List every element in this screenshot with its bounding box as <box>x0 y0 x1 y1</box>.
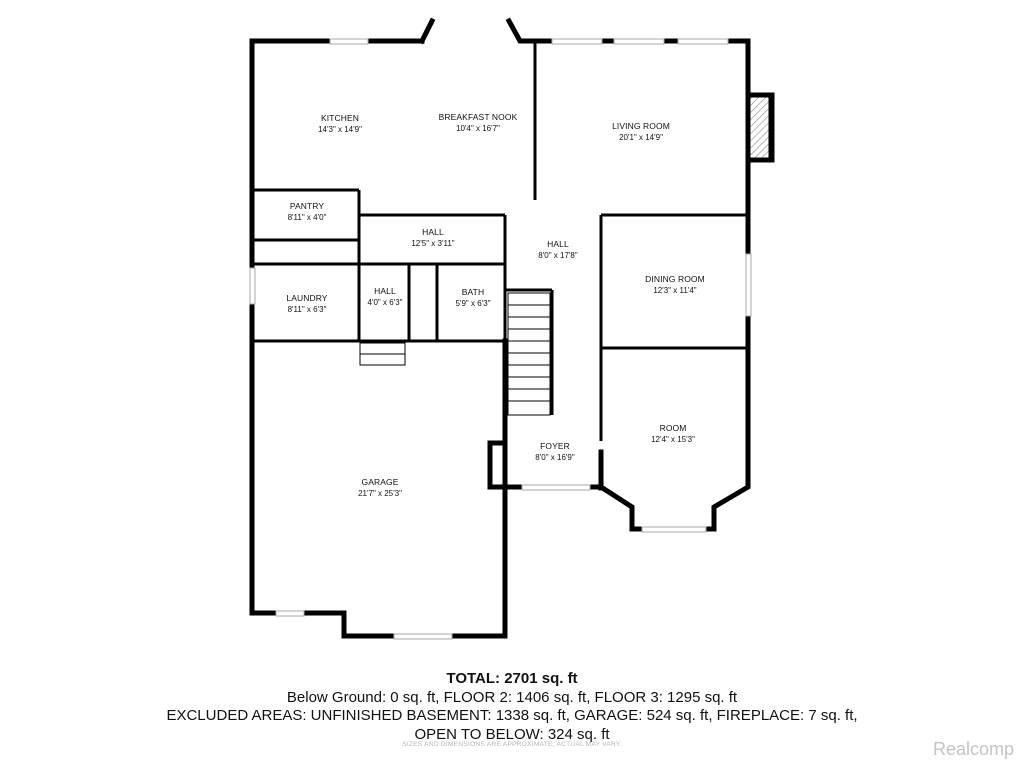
floor-area-breakdown: Below Ground: 0 sq. ft, FLOOR 2: 1406 sq… <box>286 688 738 706</box>
room-name: BREAKFAST NOOK <box>438 112 518 122</box>
room-name: KITCHEN <box>320 113 359 123</box>
room-hall-center: HALL 8'0" x 17'8" <box>538 239 577 261</box>
room-name: FOYER <box>540 441 570 451</box>
room-room: ROOM 12'4" x 15'3" <box>651 423 695 445</box>
room-name: HALL <box>422 227 444 237</box>
realcomp-watermark: Realcomp <box>932 739 1014 759</box>
room-name: LAUNDRY <box>286 293 328 303</box>
room-name: PANTRY <box>289 201 325 211</box>
excluded-areas: EXCLUDED AREAS: UNFINISHED BASEMENT: 133… <box>166 707 858 724</box>
fireplace <box>749 96 770 159</box>
dimensions-disclaimer: SIZES AND DIMENSIONS ARE APPROXIMATE, AC… <box>402 741 622 748</box>
room-name: GARAGE <box>361 477 399 487</box>
staircase <box>507 292 551 416</box>
room-dimensions: 4'0" x 6'3" <box>367 298 403 307</box>
room-name: ROOM <box>659 423 687 433</box>
room-hall-small: HALL 4'0" x 6'3" <box>368 286 403 308</box>
room-hall-upper: HALL 12'5" x 3'11" <box>411 227 454 249</box>
total-area: TOTAL: 2701 sq. ft <box>446 670 578 687</box>
room-bath: BATH 5'9" x 6'3" <box>456 287 491 309</box>
windows <box>249 38 752 640</box>
room-name: HALL <box>374 286 396 296</box>
room-laundry: LAUNDRY 8'11" x 6'3" <box>286 293 327 315</box>
room-dimensions: 8'0" x 17'8" <box>538 251 578 260</box>
room-dimensions: 12'3" x 11'4" <box>653 286 697 295</box>
room-dining-room: DINING ROOM 12'3" x 11'4" <box>645 274 705 296</box>
room-dimensions: 8'11" x 6'3" <box>287 305 327 314</box>
room-dimensions: 10'4" x 16'7" <box>456 124 500 133</box>
room-name: BATH <box>461 287 485 297</box>
room-dimensions: 12'4" x 15'3" <box>651 435 695 444</box>
room-dimensions: 12'5" x 3'11" <box>411 239 455 248</box>
room-name: DINING ROOM <box>645 274 705 284</box>
interior-walls <box>252 41 748 441</box>
open-to-below: OPEN TO BELOW: 324 sq. ft <box>414 725 610 743</box>
room-dimensions: 20'1" x 14'9" <box>619 133 663 142</box>
room-name: HALL <box>547 239 569 249</box>
room-dimensions: 14'3" x 14'9" <box>318 125 362 134</box>
room-name: LIVING ROOM <box>612 121 670 131</box>
room-dimensions: 21'7" x 25'3" <box>358 489 402 498</box>
room-pantry: PANTRY 8'11" x 4'0" <box>288 201 327 223</box>
room-foyer: FOYER 8'0" x 16'9" <box>535 441 574 463</box>
room-kitchen: KITCHEN 14'3" x 14'9" <box>318 113 362 135</box>
room-dimensions: 5'9" x 6'3" <box>455 299 491 308</box>
garage-steps <box>359 342 406 366</box>
area-summary: TOTAL: 2701 sq. ft Below Ground: 0 sq. f… <box>0 670 1024 744</box>
room-dimensions: 8'0" x 16'9" <box>535 453 575 462</box>
room-living-room: LIVING ROOM 20'1" x 14'9" <box>612 121 670 143</box>
room-breakfast-nook: BREAKFAST NOOK 10'4" x 16'7" <box>439 112 518 134</box>
room-garage: GARAGE 21'7" x 25'3" <box>358 477 402 499</box>
room-dimensions: 8'11" x 4'0" <box>287 213 327 222</box>
